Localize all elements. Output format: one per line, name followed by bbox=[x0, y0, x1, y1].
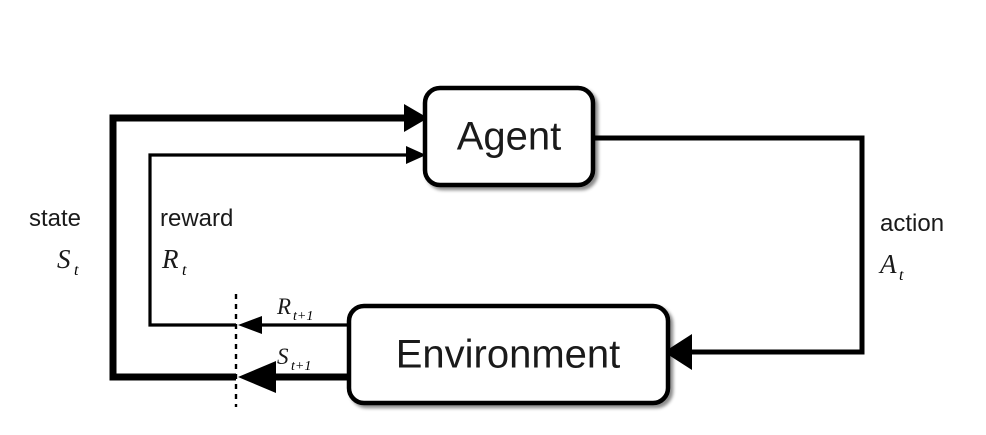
action-symbol-group: A t bbox=[878, 249, 904, 284]
agent-label: Agent bbox=[457, 115, 562, 159]
state-path-line bbox=[109, 114, 404, 381]
state-next-subscript-label: t+1 bbox=[291, 359, 311, 374]
edge-action-to-environment bbox=[593, 135, 865, 370]
environment-label: Environment bbox=[396, 333, 621, 377]
node-agent[interactable]: Agent bbox=[422, 85, 596, 188]
action-word-label: action bbox=[880, 210, 944, 237]
state-word-label: state bbox=[29, 205, 81, 232]
edge-reward-to-agent bbox=[148, 146, 426, 327]
environment-box[interactable] bbox=[346, 303, 671, 406]
reward-next-subscript-label: t+1 bbox=[293, 309, 313, 324]
state-arrowhead-icon bbox=[404, 104, 428, 132]
edge-state-next-out bbox=[238, 361, 349, 393]
state-next-symbol-label: S bbox=[277, 344, 289, 369]
action-path-line bbox=[593, 135, 865, 355]
reward-next-arrowhead-icon bbox=[238, 316, 262, 334]
reward-next-symbol-label: R bbox=[276, 294, 291, 319]
reward-symbol-label: R bbox=[161, 244, 179, 274]
agent-box[interactable] bbox=[422, 85, 596, 188]
state-next-arrowhead-icon bbox=[238, 361, 276, 393]
node-environment[interactable]: Environment bbox=[346, 303, 671, 406]
reward-path-line bbox=[148, 153, 406, 327]
action-subscript-label: t bbox=[899, 267, 904, 284]
action-symbol-label: A bbox=[878, 249, 897, 279]
edge-reward-next-out bbox=[238, 316, 349, 334]
reward-symbol-group: R t bbox=[161, 244, 187, 279]
action-arrowhead-icon bbox=[664, 334, 692, 370]
reward-arrowhead-icon bbox=[406, 146, 426, 164]
state-symbol-group: S t bbox=[57, 244, 79, 279]
reward-word-label: reward bbox=[160, 205, 233, 232]
reward-subscript-label: t bbox=[182, 262, 187, 279]
state-next-symbol-group: S t+1 bbox=[277, 344, 311, 374]
state-subscript-label: t bbox=[74, 262, 79, 279]
reward-next-symbol-group: R t+1 bbox=[276, 294, 313, 324]
edge-state-to-agent bbox=[109, 104, 428, 381]
state-symbol-label: S bbox=[57, 244, 71, 274]
